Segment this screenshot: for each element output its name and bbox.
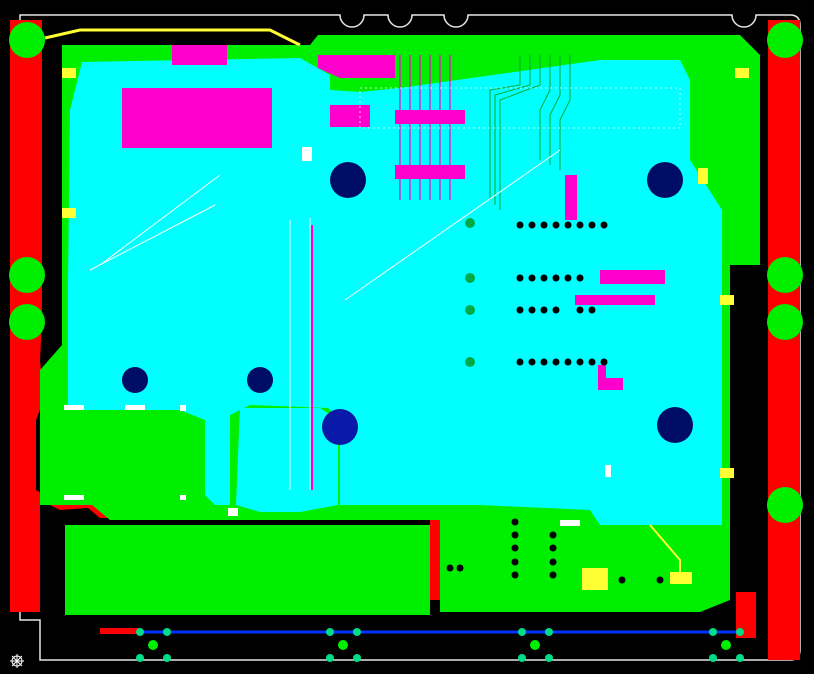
bottom-connector-pads — [136, 628, 744, 662]
component-ic-main — [122, 88, 272, 148]
component-connector-top — [172, 45, 227, 65]
mounting-hole-4 — [247, 367, 273, 393]
component-ic-header — [330, 105, 370, 127]
yellow-trace-bottom — [649, 524, 681, 575]
mounting-hole-3 — [122, 367, 148, 393]
mounting-hole-5 — [322, 409, 358, 445]
mounting-hole-6 — [657, 407, 693, 443]
yellow-trace-top — [44, 28, 301, 47]
mount-pad-right-2 — [767, 304, 803, 340]
top-header-pins — [318, 35, 598, 53]
mount-pad-top-right — [767, 22, 803, 58]
yellow-label-1 — [62, 68, 76, 78]
mount-pad-top-left — [9, 22, 45, 58]
via-row-4 — [465, 357, 608, 367]
ic-pin-strip — [359, 87, 681, 129]
yellow-component — [582, 568, 608, 590]
component-connector-block — [318, 55, 395, 78]
mount-pad-left-1 — [9, 257, 45, 293]
via-column-lower — [446, 518, 664, 584]
mounting-hole-2 — [647, 162, 683, 198]
mount-pad-left-2 — [9, 304, 45, 340]
component-pad-right-1 — [600, 270, 665, 284]
mount-pad-right-1 — [767, 257, 803, 293]
mounting-hole-1 — [330, 162, 366, 198]
bottom-red-stub — [100, 628, 140, 634]
trace-bundle-green — [489, 55, 571, 210]
silk-markers — [64, 147, 611, 526]
copper-pour-lower-block — [65, 525, 430, 615]
mount-pad-right-3 — [767, 487, 803, 523]
trace-bundle-top — [399, 55, 451, 200]
yellow-pad — [670, 572, 692, 584]
component-pad-right-2 — [575, 295, 655, 305]
yellow-label-5 — [720, 468, 734, 478]
yellow-label-6 — [698, 168, 708, 184]
right-copper-tab — [736, 592, 756, 638]
yellow-label-2 — [735, 68, 749, 78]
copper-pour-inner — [68, 58, 722, 525]
via-row-3 — [465, 305, 596, 315]
crosshair-origin-icon — [10, 654, 24, 668]
component-pad-right-4 — [598, 365, 606, 390]
yellow-label-3 — [62, 208, 76, 218]
yellow-label-4 — [720, 295, 734, 305]
bottom-connector-green-pads — [148, 640, 731, 650]
right-copper-rail — [768, 20, 800, 660]
component-pad-mid — [565, 175, 577, 220]
silk-traces — [89, 149, 561, 490]
via-row-2 — [465, 273, 584, 283]
via-row-1 — [465, 218, 608, 229]
